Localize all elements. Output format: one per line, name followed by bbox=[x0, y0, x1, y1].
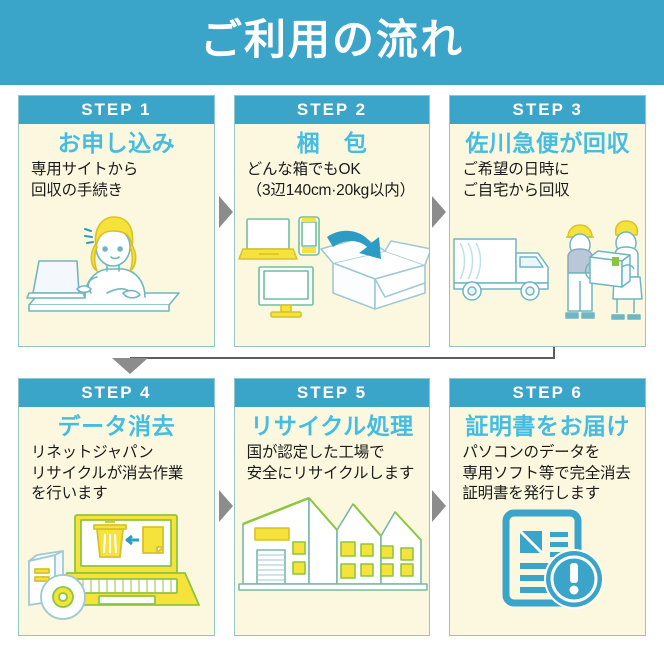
step-desc-line: パソコンのデータを bbox=[462, 444, 601, 462]
page-header: ご利用の流れ bbox=[0, 0, 664, 80]
laptop-data-erase-illustration bbox=[19, 505, 214, 635]
step-card-4[interactable]: STEP 4 データ消去 リネットジャパン リサイクルが消去作業 を行います bbox=[18, 378, 215, 636]
step-desc-6: パソコンのデータを 専用ソフト等で完全消去 証明書を発行します bbox=[450, 441, 645, 504]
step-desc-line: （3辺140cm·20kg以内） bbox=[246, 181, 415, 199]
recycling-factory-illustration bbox=[235, 484, 430, 635]
certificate-document-illustration bbox=[450, 505, 645, 635]
flow-connector-stub bbox=[553, 347, 555, 359]
step-title-6: 証明書をお届け bbox=[465, 413, 630, 439]
step-card-5[interactable]: STEP 5 リサイクル処理 国が認定した工場で 安全にリサイクルします bbox=[233, 378, 431, 636]
step-desc-line: 回収の手続き bbox=[31, 181, 123, 199]
steps-row-top: STEP 1 お申し込み 専用サイトから 回収の手続き bbox=[18, 95, 647, 347]
step-title-4: データ消去 bbox=[57, 413, 176, 439]
step-badge-2: STEP 2 bbox=[234, 96, 430, 124]
step-card-1[interactable]: STEP 1 お申し込み 専用サイトから 回収の手続き bbox=[18, 95, 215, 347]
step-desc-line: 証明書を発行します bbox=[462, 485, 601, 503]
step-desc-2: どんな箱でもOK （3辺140cm·20kg以内） bbox=[235, 158, 430, 201]
step-title-2: 梱 包 bbox=[296, 130, 368, 156]
step-title-3: 佐川急便が回収 bbox=[465, 130, 630, 156]
step-card-6[interactable]: STEP 6 証明書をお届け パソコンのデータを 専用ソフト等で完全消去 証明書… bbox=[449, 378, 647, 636]
woman-at-laptop-illustration bbox=[19, 201, 214, 346]
step-badge-4: STEP 4 bbox=[19, 379, 214, 407]
step-desc-3: ご希望の日時に ご自宅から回収 bbox=[450, 158, 645, 201]
step-desc-line: 安全にリサイクルします bbox=[246, 464, 415, 482]
flow-connector-line bbox=[130, 357, 555, 359]
steps-row-bottom: STEP 4 データ消去 リネットジャパン リサイクルが消去作業 を行います bbox=[18, 378, 647, 636]
step-card-2[interactable]: STEP 2 梱 包 どんな箱でもOK （3辺140cm·20kg以内） bbox=[233, 95, 431, 347]
step-desc-line: リネットジャパン bbox=[31, 444, 154, 462]
step-desc-line: どんな箱でもOK bbox=[246, 161, 361, 179]
step-desc-1: 専用サイトから 回収の手続き bbox=[19, 158, 214, 201]
flow-arrow-right-4 bbox=[432, 490, 446, 522]
step-title-1: お申し込み bbox=[57, 130, 176, 156]
step-badge-5: STEP 5 bbox=[234, 379, 430, 407]
step-badge-3: STEP 3 bbox=[450, 96, 646, 124]
devices-into-box-illustration bbox=[235, 201, 430, 346]
step-desc-line: リサイクルが消去作業 bbox=[31, 464, 184, 482]
page-title: ご利用の流れ bbox=[199, 16, 464, 63]
flow-arrow-right-2 bbox=[432, 196, 446, 228]
step-desc-line: ご自宅から回収 bbox=[462, 181, 570, 199]
flow-arrow-down bbox=[112, 358, 148, 374]
step-desc-line: ご希望の日時に bbox=[462, 161, 570, 179]
step-card-3[interactable]: STEP 3 佐川急便が回収 ご希望の日時に ご自宅から回収 bbox=[449, 95, 647, 347]
flow-arrow-right-1 bbox=[219, 196, 233, 228]
header-divider bbox=[0, 80, 664, 85]
step-desc-5: 国が認定した工場で 安全にリサイクルします bbox=[235, 441, 430, 484]
step-title-5: リサイクル処理 bbox=[250, 413, 414, 439]
step-desc-line: を行います bbox=[31, 485, 108, 503]
flow-arrow-right-3 bbox=[219, 490, 233, 522]
step-desc-line: 専用サイトから bbox=[31, 161, 139, 179]
step-desc-line: 国が認定した工場で bbox=[246, 444, 385, 462]
step-badge-1: STEP 1 bbox=[19, 96, 214, 124]
delivery-truck-handover-illustration bbox=[450, 201, 645, 346]
step-desc-line: 専用ソフト等で完全消去 bbox=[462, 464, 631, 482]
step-badge-6: STEP 6 bbox=[450, 379, 646, 407]
step-desc-4: リネットジャパン リサイクルが消去作業 を行います bbox=[19, 441, 214, 504]
